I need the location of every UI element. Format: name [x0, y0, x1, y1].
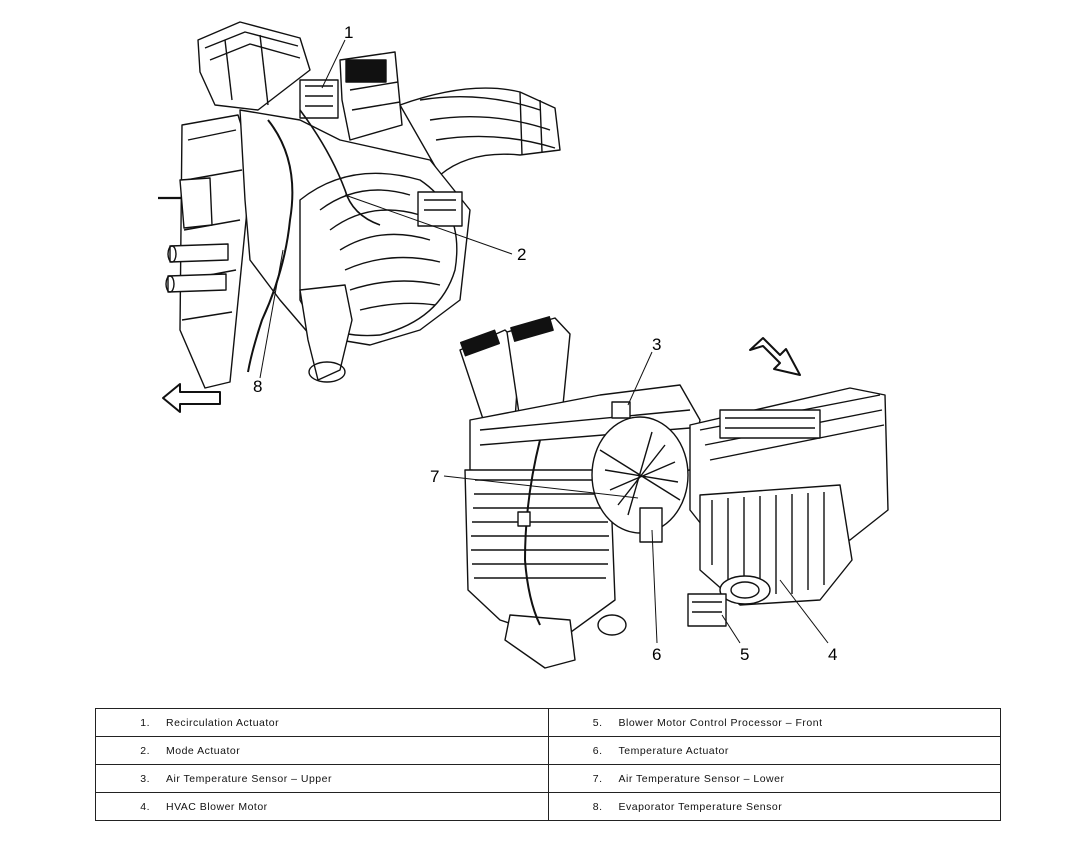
legend-label: Blower Motor Control Processor – Front [618, 716, 823, 729]
legend-table: 1. Recirculation Actuator 5. Blower Motor … [95, 708, 1001, 821]
legend-label: Evaporator Temperature Sensor [618, 800, 783, 813]
legend-label: Temperature Actuator [618, 744, 729, 757]
legend-cell: 4. HVAC Blower Motor [95, 792, 549, 821]
legend-cell: 2. Mode Actuator [95, 736, 549, 765]
lower-hvac-assembly [459, 316, 889, 669]
callout-2: 2 [517, 245, 526, 264]
direction-arrow-right [749, 337, 801, 376]
legend-label: Recirculation Actuator [166, 716, 280, 729]
legend-cell: 3. Air Temperature Sensor – Upper [95, 764, 549, 793]
legend-label: Air Temperature Sensor – Lower [618, 772, 785, 785]
legend-number: 3. [140, 772, 150, 785]
legend-number: 6. [592, 744, 603, 757]
callout-7: 7 [430, 467, 439, 486]
legend-cell: 1. Recirculation Actuator [95, 708, 549, 737]
callout-8: 8 [253, 377, 262, 396]
legend-number: 7. [592, 772, 603, 785]
legend-cell: 8. Evaporator Temperature Sensor [547, 792, 1001, 821]
legend-row: 4. HVAC Blower Motor 8. Evaporator Tempera… [95, 792, 1001, 821]
legend-cell: 5. Blower Motor Control Processor – Front [547, 708, 1001, 737]
callout-5: 5 [740, 645, 749, 664]
direction-arrow-left [162, 383, 221, 413]
legend-row: 2. Mode Actuator 6. Temperature Actuator [95, 736, 1001, 765]
legend-label: HVAC Blower Motor [166, 800, 268, 813]
legend-row: 1. Recirculation Actuator 5. Blower Motor … [95, 708, 1001, 737]
legend-number: 4. [140, 800, 150, 813]
legend-cell: 7. Air Temperature Sensor – Lower [547, 764, 1001, 793]
hvac-module-diagram: 1 2 3 4 5 6 7 8 [158, 21, 889, 669]
legend-number: 1. [140, 716, 150, 729]
callout-3: 3 [652, 335, 661, 354]
legend-cell: 6. Temperature Actuator [547, 736, 1001, 765]
legend-label: Air Temperature Sensor – Upper [166, 772, 332, 785]
legend-number: 2. [140, 744, 150, 757]
leader-lines [259, 39, 829, 644]
legend-number: 5. [592, 716, 603, 729]
legend-row: 3. Air Temperature Sensor – Upper 7. Air T… [95, 764, 1001, 793]
callout-1: 1 [344, 23, 353, 42]
legend-number: 8. [592, 800, 603, 813]
callout-6: 6 [652, 645, 661, 664]
callout-4: 4 [828, 645, 837, 664]
upper-hvac-assembly [158, 21, 561, 389]
legend-label: Mode Actuator [166, 744, 241, 757]
